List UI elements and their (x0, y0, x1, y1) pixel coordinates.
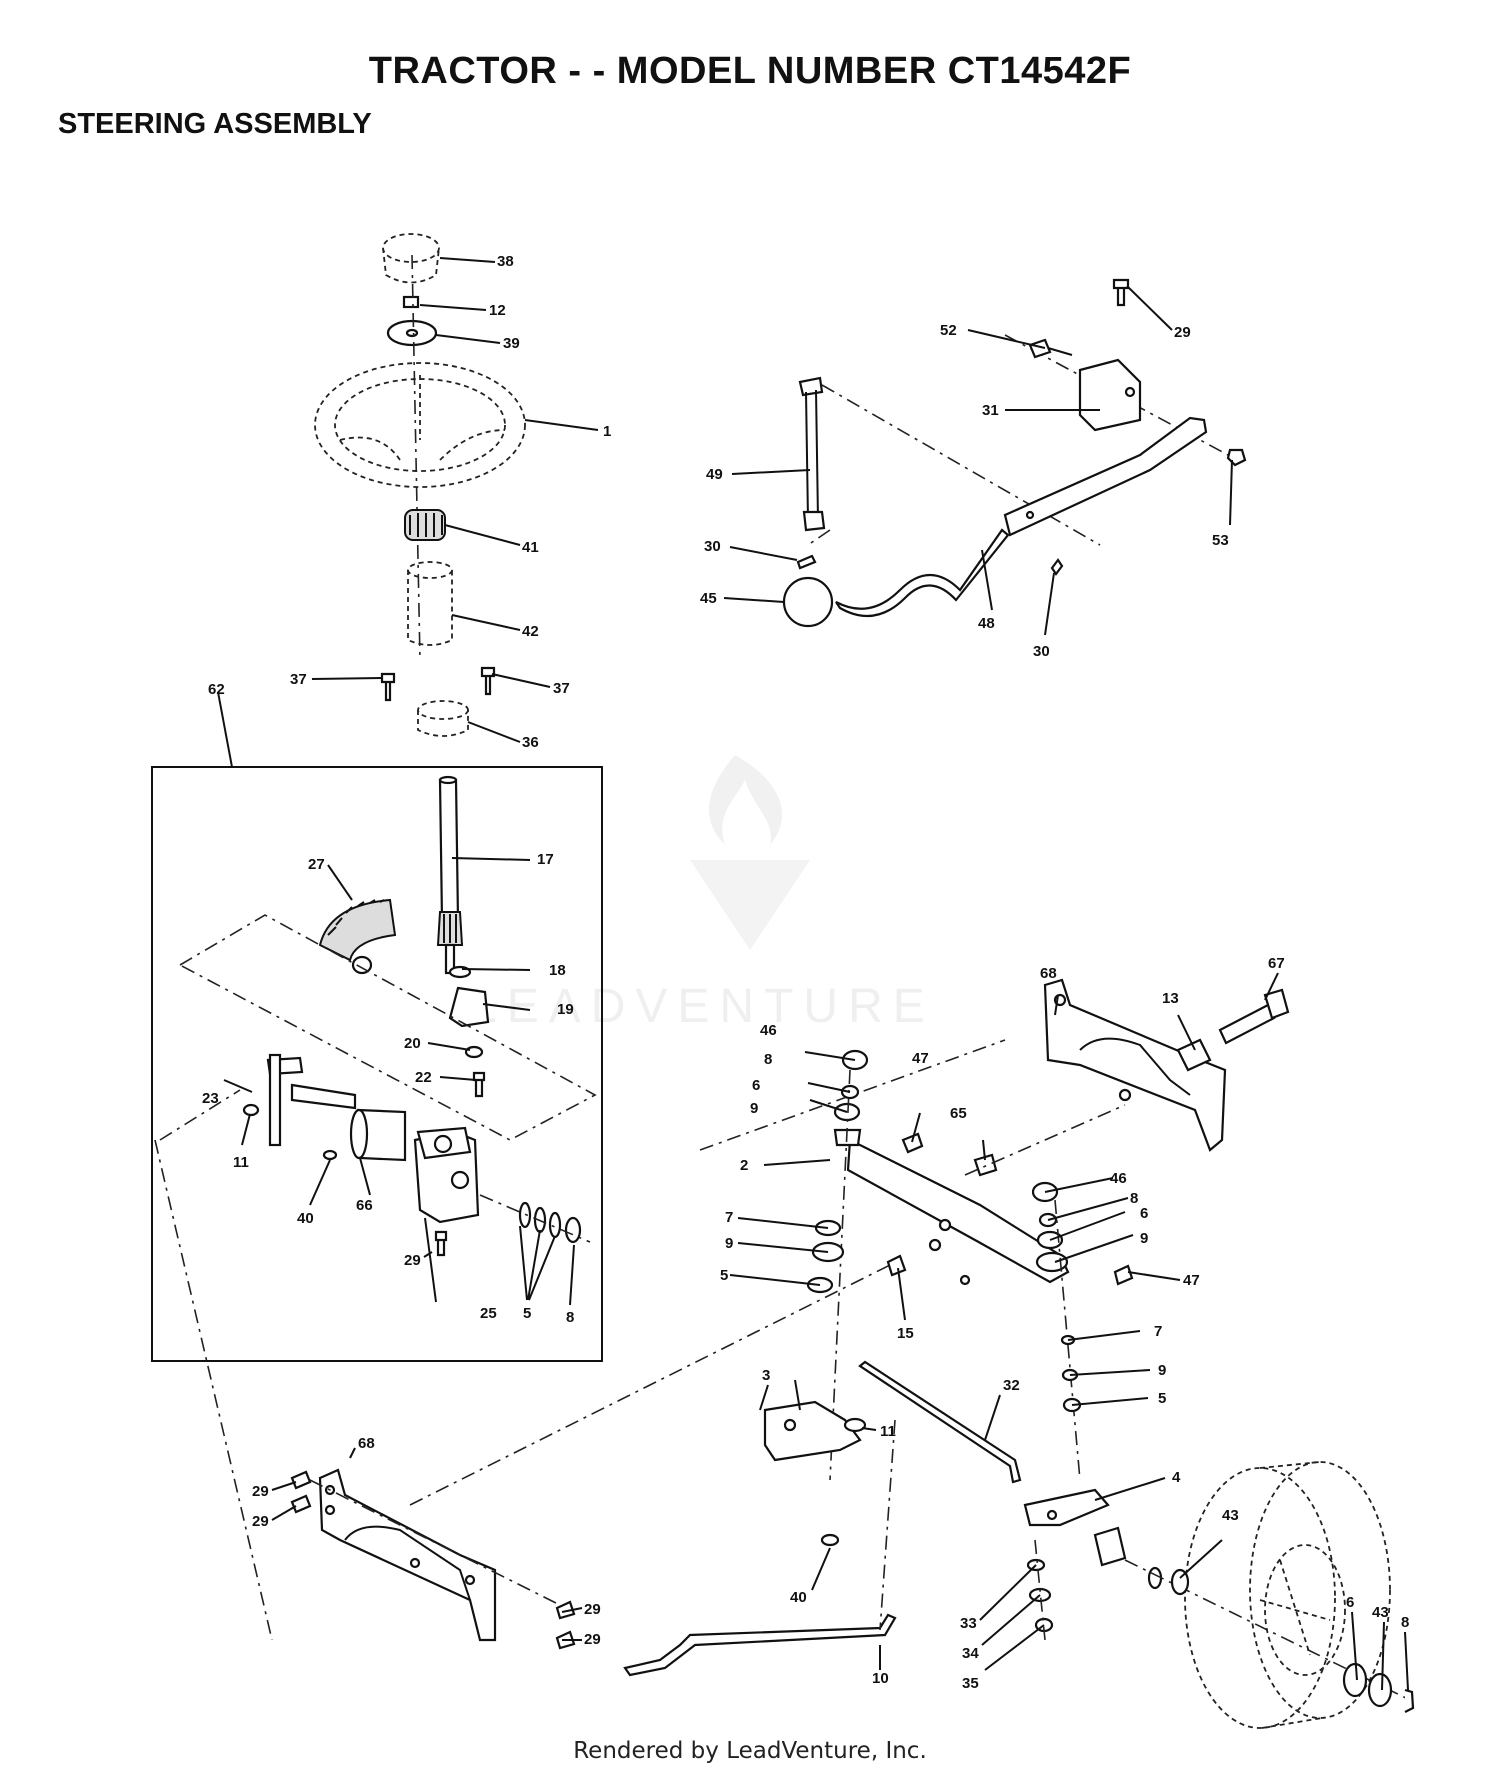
callout-35: 35 (962, 1675, 979, 1692)
callout-46-right: 46 (1110, 1170, 1127, 1187)
callout-10: 10 (872, 1670, 889, 1687)
callout-29-right-a: 29 (584, 1601, 601, 1618)
callout-52: 52 (940, 322, 957, 339)
callout-53: 53 (1212, 532, 1229, 549)
callout-46-left: 46 (760, 1022, 777, 1039)
callout-8-inset: 8 (566, 1309, 574, 1326)
callout-49: 49 (706, 466, 723, 483)
callout-29-left-a: 29 (252, 1483, 269, 1500)
callout-66: 66 (356, 1197, 373, 1214)
callout-12: 12 (489, 302, 506, 319)
guide-line-b (409, 1259, 901, 1506)
page-title: TRACTOR - - MODEL NUMBER CT14542F (368, 50, 1132, 92)
callout-36: 36 (522, 734, 539, 751)
guide-line-a (154, 1139, 273, 1641)
section-title: STEERING ASSEMBLY (58, 108, 372, 140)
callout-29-top: 29 (1174, 324, 1191, 341)
callout-45: 45 (700, 590, 717, 607)
callout-40-inset: 40 (297, 1210, 314, 1227)
steering-wheel-group (314, 233, 526, 737)
callout-5-right: 5 (1158, 1390, 1166, 1407)
callout-34: 34 (962, 1645, 979, 1662)
lever-group (782, 278, 1247, 628)
frame-left-group (290, 1468, 576, 1650)
callout-29-left-b: 29 (252, 1513, 269, 1530)
callout-6-left: 6 (752, 1077, 760, 1094)
callout-43-upper: 43 (1222, 1507, 1239, 1524)
callout-17: 17 (537, 851, 554, 868)
callout-11-inset: 11 (233, 1154, 249, 1171)
callout-30-left: 30 (704, 538, 721, 555)
callout-33: 33 (960, 1615, 977, 1632)
callout-29-right-b: 29 (584, 1631, 601, 1648)
callout-4: 4 (1172, 1469, 1181, 1486)
callout-65: 65 (950, 1105, 967, 1122)
callout-68-left: 68 (358, 1435, 375, 1452)
callout-38: 38 (497, 253, 514, 270)
callout-11-axle: 11 (880, 1423, 896, 1440)
callout-31: 31 (982, 402, 999, 419)
callout-22: 22 (415, 1069, 432, 1086)
callout-7-right: 7 (1154, 1323, 1162, 1340)
callout-18: 18 (549, 962, 566, 979)
callout-41: 41 (522, 539, 539, 556)
callout-3: 3 (762, 1367, 770, 1384)
callout-8-left: 8 (764, 1051, 772, 1068)
callout-6-wheel: 6 (1346, 1594, 1354, 1611)
callout-5-left: 5 (720, 1267, 728, 1284)
callout-43-lower: 43 (1372, 1604, 1389, 1621)
watermark-logo: LEADVENTURE (470, 755, 935, 1033)
steering-gear-group (159, 775, 597, 1257)
callout-30-right: 30 (1033, 643, 1050, 660)
callout-47-bottom: 47 (1183, 1272, 1200, 1289)
callout-40-axle: 40 (790, 1589, 807, 1606)
callout-37-left: 37 (290, 671, 307, 688)
callout-48: 48 (978, 615, 995, 632)
callout-15: 15 (897, 1325, 914, 1342)
callout-13: 13 (1162, 990, 1179, 1007)
callout-7-left: 7 (725, 1209, 733, 1226)
callout-19: 19 (557, 1001, 574, 1018)
callout-9-left: 9 (750, 1100, 758, 1117)
callout-25: 25 (480, 1305, 497, 1322)
footer-credit: Rendered by LeadVenture, Inc. (573, 1738, 927, 1764)
leader-lines (223, 257, 1409, 1691)
callout-labels: 38 12 39 1 41 42 37 37 36 62 52 29 31 49… (202, 253, 1409, 1692)
callout-62: 62 (208, 681, 225, 698)
callout-23: 23 (202, 1090, 219, 1107)
guide-line-c (699, 1039, 1006, 1151)
callout-5-inset: 5 (523, 1305, 531, 1322)
callout-9-right: 9 (1140, 1230, 1148, 1247)
callout-32: 32 (1003, 1377, 1020, 1394)
front-axle-group (623, 978, 1415, 1729)
callout-37-right: 37 (553, 680, 570, 697)
callout-42: 42 (522, 623, 539, 640)
callout-8-right: 8 (1130, 1190, 1138, 1207)
callout-67: 67 (1268, 955, 1285, 972)
callout-1: 1 (603, 423, 611, 440)
callout-27: 27 (308, 856, 325, 873)
callout-9-left-lower: 9 (725, 1235, 733, 1252)
watermark-text: LEADVENTURE (470, 980, 935, 1033)
callout-2: 2 (740, 1157, 748, 1174)
callout-39: 39 (503, 335, 520, 352)
inset-box-62 (151, 766, 603, 1362)
callout-68-right: 68 (1040, 965, 1057, 982)
callout-47-top: 47 (912, 1050, 929, 1067)
callout-8-wheel: 8 (1401, 1614, 1409, 1631)
callout-20: 20 (404, 1035, 421, 1052)
callout-6-right: 6 (1140, 1205, 1148, 1222)
callout-29-inset: 29 (404, 1252, 421, 1269)
callout-9-right-lower: 9 (1158, 1362, 1166, 1379)
